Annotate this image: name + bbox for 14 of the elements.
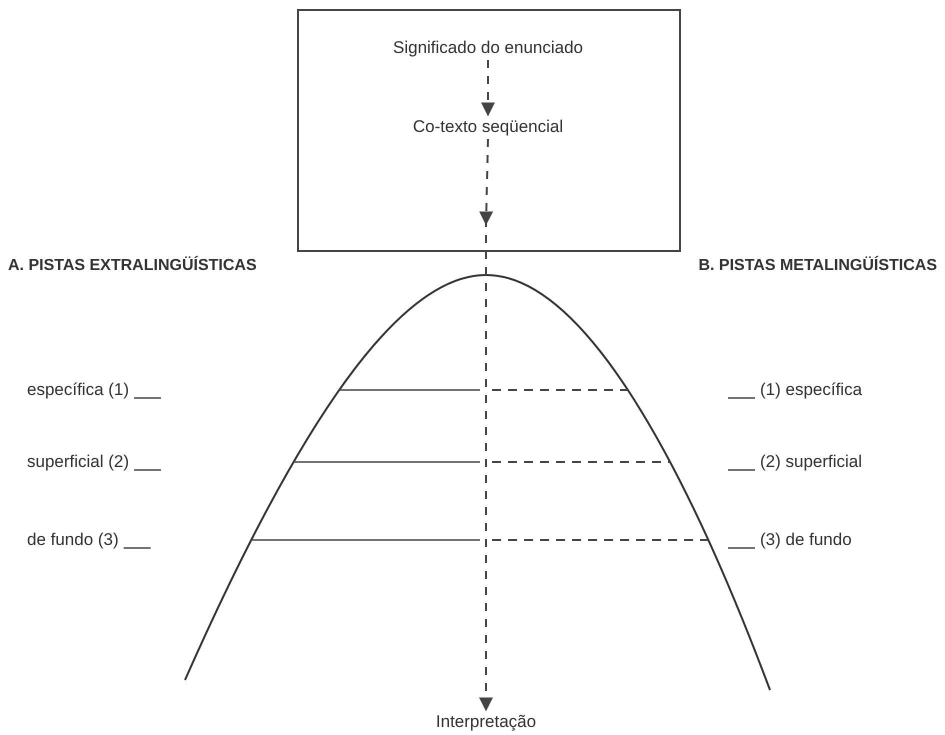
dashed-arrow (479, 138, 493, 712)
dashed-arrow (481, 60, 495, 116)
frame-box (297, 9, 681, 252)
section-heading: A. PISTAS EXTRALINGÜÍSTICAS (8, 256, 257, 276)
level-label: específica (1) (27, 380, 130, 400)
stage-label: Interpretação (436, 712, 536, 732)
level-label: (2) superficial (760, 452, 862, 472)
level-label: superficial (2) (27, 452, 130, 472)
stage-label: Co-texto seqüencial (412, 117, 564, 137)
level-label: (1) específica (760, 380, 862, 400)
section-heading: B. PISTAS METALINGÜÍSTICAS (698, 256, 937, 276)
stage-label: Significado do enunciado (393, 38, 583, 58)
level-label: de fundo (3) (27, 530, 119, 550)
level-label: (3) de fundo (760, 530, 852, 550)
